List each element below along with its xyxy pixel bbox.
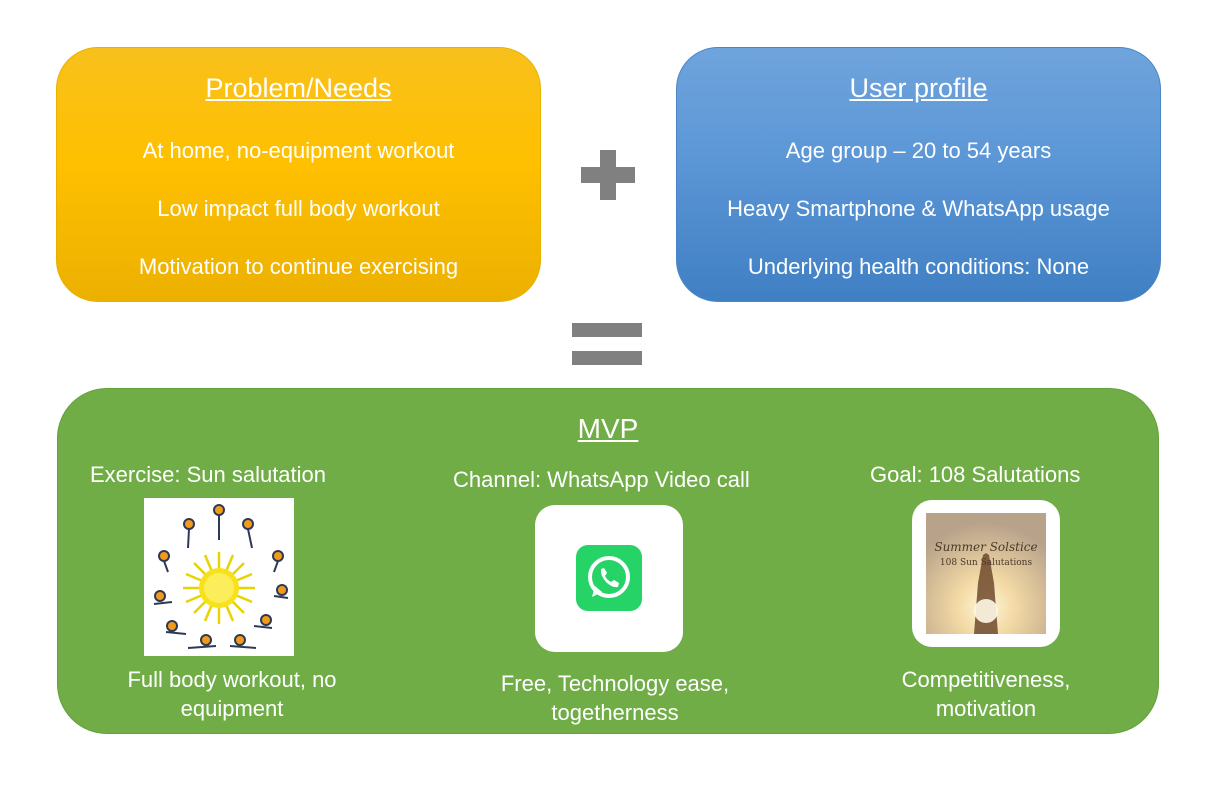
exercise-caption: Full body workout, no equipment <box>127 667 337 721</box>
problem-need-item: Motivation to continue exercising <box>138 254 459 279</box>
sun-salutation-illustration <box>144 498 294 656</box>
user-profile-item: Age group – 20 to 54 years <box>785 138 1052 163</box>
exercise-heading: Exercise: Sun salutation <box>90 462 327 487</box>
goal-caption: Competitiveness, motivation <box>901 667 1071 721</box>
goal-heading: Goal: 108 Salutations <box>870 462 1081 487</box>
mvp-title: MVP <box>577 413 639 444</box>
user-profile-item: Heavy Smartphone & WhatsApp usage <box>727 196 1110 221</box>
plus-icon <box>581 150 635 200</box>
user-profile-item: Underlying health conditions: None <box>747 254 1090 279</box>
solstice-title-text: Summer Solstice <box>934 540 1037 554</box>
whatsapp-card <box>535 505 683 652</box>
whatsapp-icon <box>576 545 642 611</box>
equals-icon <box>572 323 642 365</box>
user-profile-box: User profile Age group – 20 to 54 years … <box>676 47 1161 302</box>
mvp-box: MVP Exercise: Sun salutation <box>57 388 1159 734</box>
problem-need-item: Low impact full body workout <box>157 196 440 221</box>
problem-needs-title: Problem/Needs <box>205 73 392 103</box>
user-profile-title: User profile <box>849 73 988 103</box>
solstice-card: Summer Solstice 108 Sun Salutations <box>912 500 1060 647</box>
channel-heading: Channel: WhatsApp Video call <box>453 467 750 492</box>
solstice-subtitle-text: 108 Sun Salutations <box>940 558 1033 568</box>
solstice-image: Summer Solstice 108 Sun Salutations <box>926 513 1046 634</box>
channel-caption: Free, Technology ease, togetherness <box>500 671 730 725</box>
problem-need-item: At home, no-equipment workout <box>142 138 455 163</box>
problem-needs-box: Problem/Needs At home, no-equipment work… <box>56 47 541 302</box>
